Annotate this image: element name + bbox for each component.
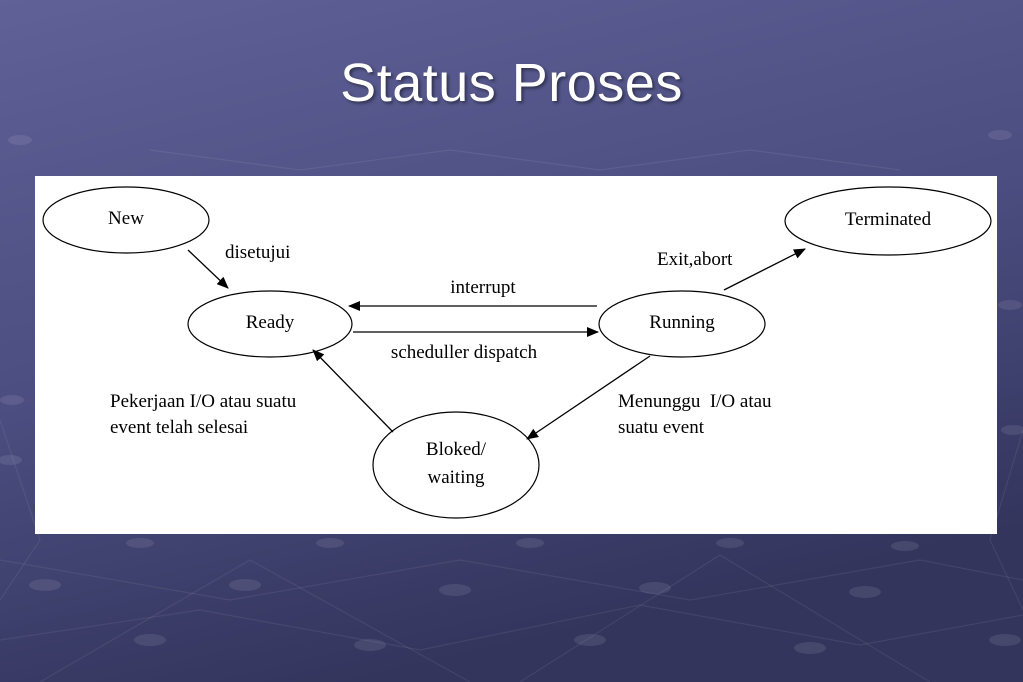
- state-blocked-ellipse: [372, 411, 540, 519]
- state-terminated: Terminated: [784, 186, 992, 256]
- label-pekerjaan-line2: event telah selesai: [110, 417, 248, 438]
- state-running-label: Running: [649, 312, 715, 333]
- state-running: Running: [598, 290, 766, 358]
- state-ready-ellipse: [187, 290, 353, 358]
- arrow-blocked-to-ready: [312, 349, 394, 433]
- arrow-running-to-terminated: [723, 248, 806, 291]
- label-scheduller-dispatch: scheduller dispatch: [391, 342, 538, 363]
- arrow-running-to-blocked: [526, 355, 651, 440]
- label-pekerjaan-line1: Pekerjaan I/O atau suatu: [110, 391, 297, 412]
- state-ready-label: Ready: [246, 312, 295, 333]
- state-new: New: [42, 186, 210, 254]
- state-blocked-label-line1: Bloked/: [426, 439, 487, 460]
- state-terminated-label: Terminated: [845, 209, 932, 230]
- state-blocked-label-line2: waiting: [428, 467, 485, 488]
- label-disetujui: disetujui: [225, 242, 290, 263]
- slide-title: Status Proses: [340, 53, 683, 113]
- label-menunggu-line1: Menunggu I/O atau: [618, 391, 772, 412]
- state-new-label: New: [108, 208, 144, 229]
- state-running-ellipse: [598, 290, 766, 358]
- process-state-diagram: New Ready Running Terminated Bloked/ wai…: [42, 186, 992, 519]
- state-terminated-ellipse: [784, 186, 992, 256]
- state-diagram-panel: New Ready Running Terminated Bloked/ wai…: [35, 176, 997, 534]
- label-menunggu-line2: suatu event: [618, 417, 705, 438]
- state-ready: Ready: [187, 290, 353, 358]
- label-exit-abort: Exit,abort: [657, 249, 733, 270]
- state-blocked: Bloked/ waiting: [372, 411, 540, 519]
- arrow-new-to-ready: [187, 249, 229, 289]
- state-new-ellipse: [42, 186, 210, 254]
- label-interrupt: interrupt: [450, 277, 516, 298]
